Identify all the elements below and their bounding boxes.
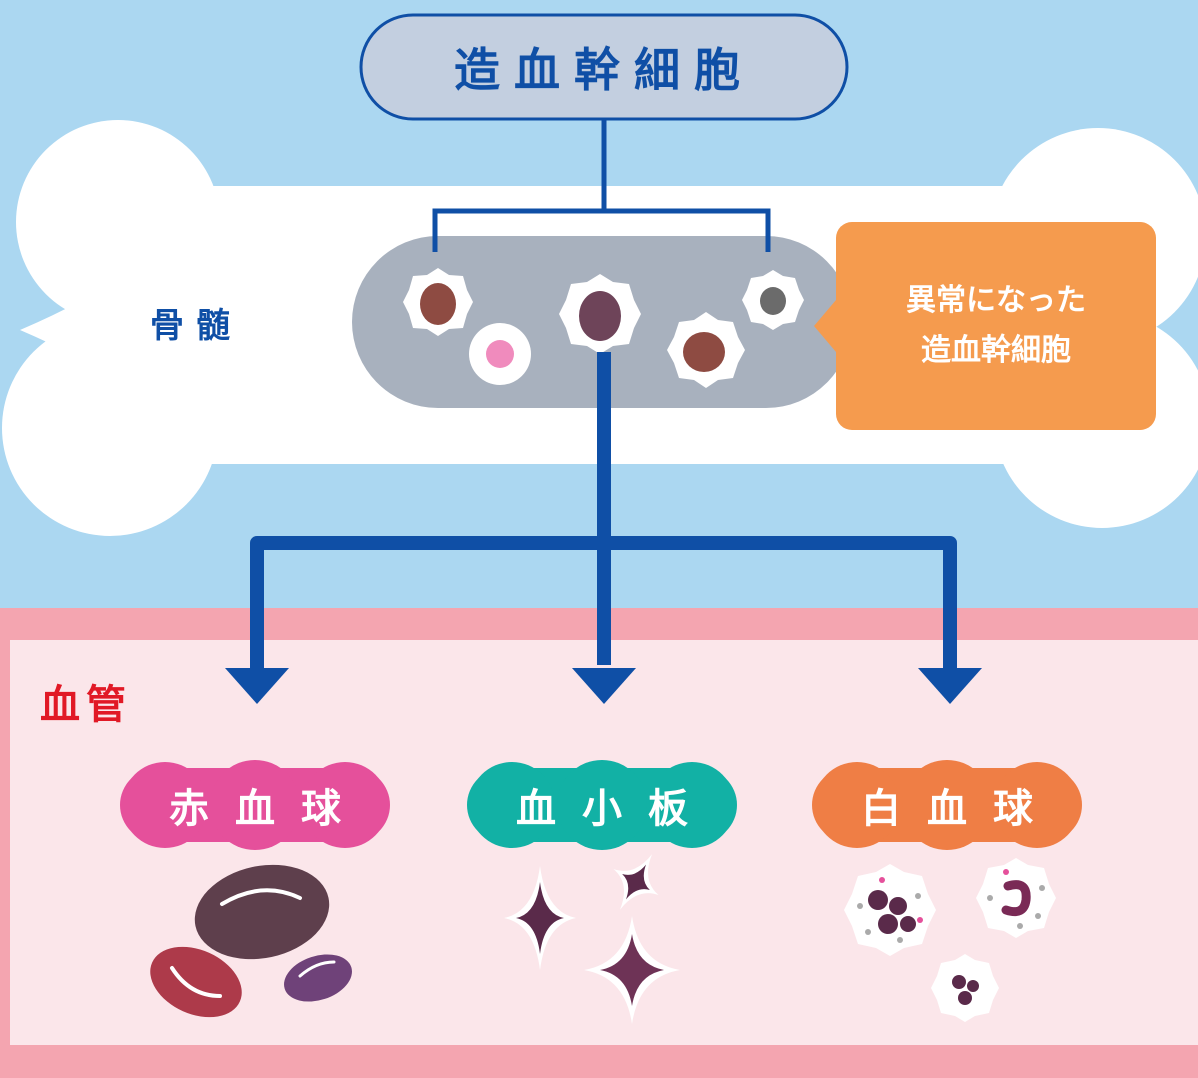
pink-cell-icon	[469, 323, 531, 385]
bone-marrow-label: 骨髄	[150, 306, 242, 346]
platelet-pill	[467, 760, 737, 850]
callout-line-2: 造血幹細胞	[921, 333, 1071, 368]
blood-vessel-label: 血管	[40, 682, 132, 728]
callout-line-1: 異常になった	[906, 283, 1086, 318]
rbc-pill	[120, 760, 390, 850]
red-blood-cells-illustration	[150, 864, 352, 1018]
differentiation-arrows	[250, 352, 957, 668]
white-blood-cell-label: 白血球	[861, 786, 1059, 832]
stem-cell-icon	[403, 268, 473, 336]
white-blood-cell-icon	[844, 864, 936, 956]
stem-connector	[432, 119, 771, 252]
platelet-icon	[613, 854, 659, 910]
marrow-cells	[403, 268, 804, 388]
stem-cell-icon	[559, 274, 641, 354]
platelets-illustration	[504, 854, 680, 1024]
title: 造血幹細胞	[454, 43, 754, 97]
white-blood-cell-icon	[931, 954, 999, 1022]
abnormal-stem-cell-icon	[742, 270, 804, 330]
red-blood-cell-icon	[194, 864, 330, 960]
abnormal-callout: 異常になった 造血幹細胞	[836, 222, 1156, 430]
platelet-icon	[584, 916, 680, 1024]
platelet-label: 血小板	[516, 786, 714, 832]
white-blood-cells-illustration	[844, 858, 1056, 1022]
red-blood-cell-label: 赤血球	[169, 786, 367, 832]
cell-type-pills	[120, 760, 1082, 850]
platelet-icon	[504, 866, 576, 970]
white-blood-cell-icon	[976, 858, 1056, 938]
stem-cell-icon	[667, 312, 745, 388]
red-blood-cell-icon	[150, 946, 242, 1018]
abnormal-callout-box	[814, 222, 1156, 430]
arrowheads	[225, 668, 982, 704]
red-blood-cell-icon	[284, 954, 352, 1002]
wbc-pill	[812, 760, 1082, 850]
